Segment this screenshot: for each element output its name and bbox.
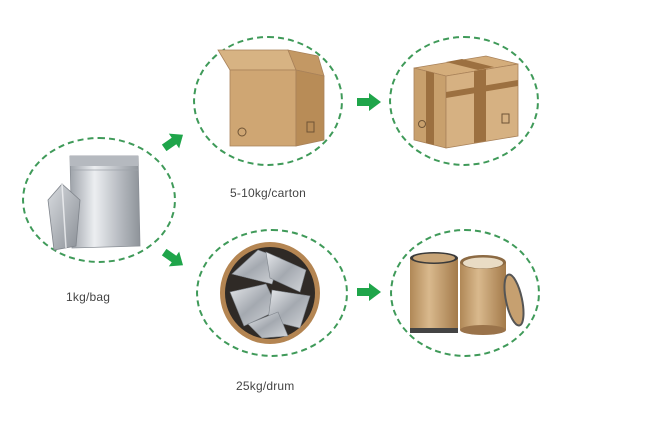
- drum-label: 25kg/drum: [236, 379, 295, 393]
- arrow-right-icon: [161, 248, 184, 267]
- carton-circle: [193, 36, 343, 166]
- open-drum-icon: [220, 242, 320, 344]
- fiber-drum-icon: [410, 252, 525, 335]
- drum-circle: [196, 229, 348, 357]
- arrow-right-icon: [161, 133, 184, 152]
- sealed-carton-circle: [389, 36, 539, 166]
- open-carton-icon: [217, 49, 325, 147]
- foil-bag-icon: [47, 155, 141, 251]
- bag-label: 1kg/bag: [66, 290, 111, 304]
- fiber-drum-circle: [390, 229, 540, 357]
- arrow-right-icon: [357, 283, 381, 301]
- sealed-carton-icon: [413, 55, 519, 149]
- bag-circle: [22, 137, 176, 263]
- carton-label: 5-10kg/carton: [230, 186, 306, 200]
- arrow-right-icon: [357, 93, 381, 111]
